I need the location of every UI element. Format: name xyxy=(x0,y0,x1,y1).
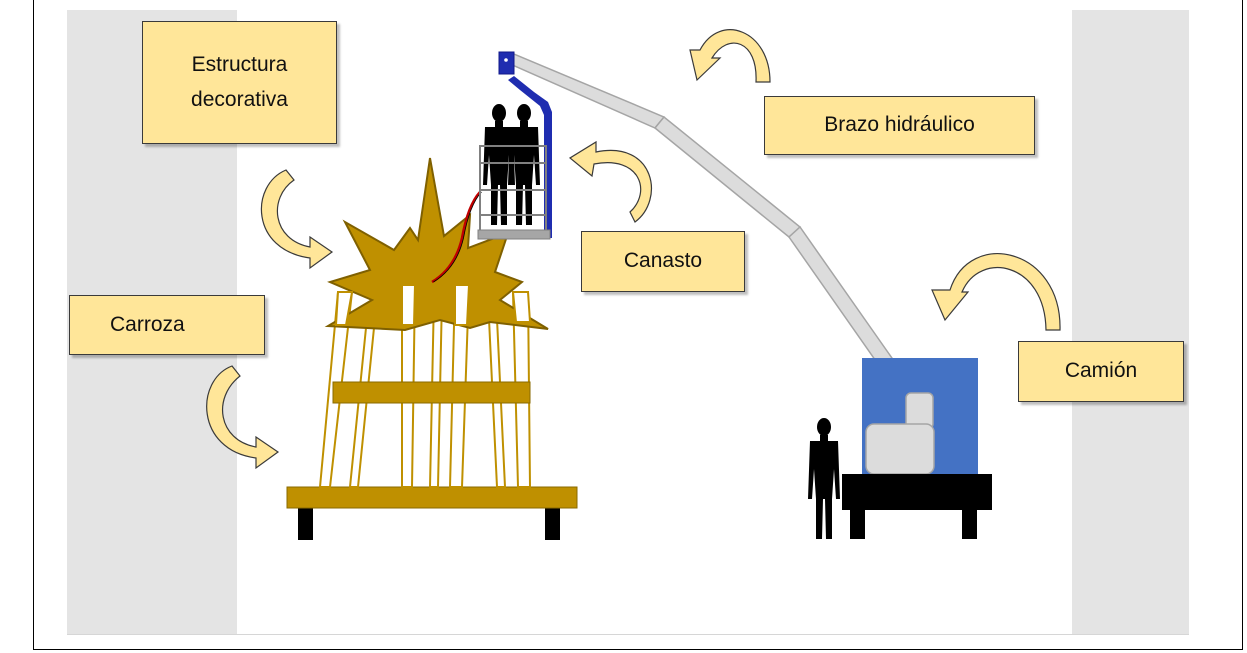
float-structure xyxy=(286,284,578,540)
person-silhouette-icon xyxy=(808,418,840,539)
label-carroza: Carroza xyxy=(69,295,265,355)
right-background-panel xyxy=(1072,10,1189,635)
truck xyxy=(842,358,992,539)
curved-arrow-icon xyxy=(568,140,652,223)
curved-arrow-icon xyxy=(689,29,771,83)
curved-arrow-icon xyxy=(260,169,334,270)
label-brazo-hidraulico: Brazo hidráulico xyxy=(764,96,1035,155)
hydraulic-arm xyxy=(506,53,922,405)
curved-arrow-icon xyxy=(206,365,280,470)
curved-arrow-icon xyxy=(931,253,1061,331)
cable xyxy=(431,191,481,284)
basket xyxy=(477,51,552,240)
label-estructura-decorativa: Estructura decorativa xyxy=(142,21,337,144)
floor-line xyxy=(67,634,1189,635)
label-camion: Camión xyxy=(1018,341,1184,402)
person-silhouette-icon xyxy=(483,104,540,225)
label-canasto: Canasto xyxy=(581,231,745,292)
diagram-frame xyxy=(33,0,1243,650)
